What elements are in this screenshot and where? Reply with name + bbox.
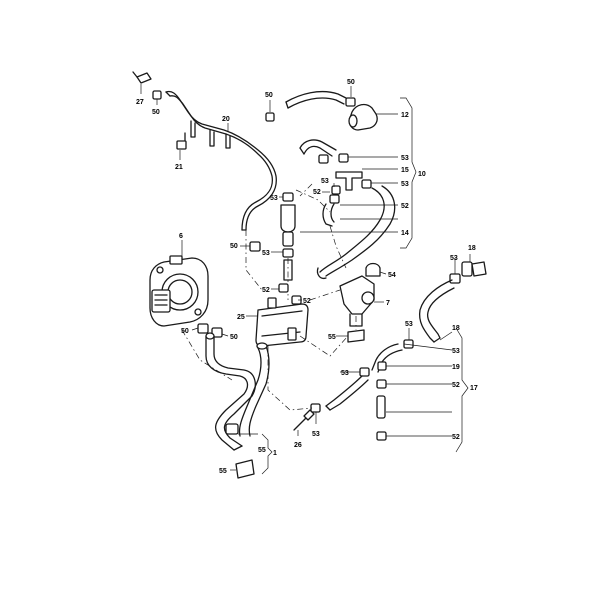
part-cooler — [255, 297, 309, 347]
part-clamp — [359, 367, 370, 377]
callout-54: 54 — [388, 272, 396, 279]
callout-18: 18 — [468, 245, 476, 252]
part-hose — [285, 90, 347, 109]
part-flange-fitting — [449, 261, 487, 284]
callout-50: 50 — [230, 334, 238, 341]
part-clamp — [152, 90, 162, 100]
leader-lines — [140, 84, 471, 475]
callout-6: 6 — [179, 233, 183, 240]
callout-53: 53 — [270, 195, 278, 202]
callout-53: 53 — [262, 250, 270, 257]
callout-55: 55 — [219, 468, 227, 475]
callout-18: 18 — [452, 325, 460, 332]
part-clamp — [310, 403, 321, 413]
callout-19: 19 — [452, 364, 460, 371]
part-clamp — [249, 241, 261, 252]
part-clamp — [318, 153, 349, 164]
callout-53: 53 — [321, 178, 329, 185]
callout-53: 53 — [450, 255, 458, 262]
callout-53: 53 — [341, 370, 349, 377]
part-clamp — [331, 179, 372, 195]
callout-1: 1 — [273, 450, 277, 457]
callout-53: 53 — [401, 181, 409, 188]
part-pipe-17 — [376, 361, 387, 441]
part-thermostat-housing — [339, 275, 375, 327]
part-coolant-pipe — [205, 332, 270, 451]
part-bolt — [176, 132, 187, 150]
part-clamp — [347, 329, 365, 343]
part-short-hose — [322, 194, 340, 227]
part-hose — [299, 139, 337, 157]
part-clamp — [345, 97, 356, 107]
part-clamp — [365, 262, 381, 277]
callout-15: 15 — [401, 167, 409, 174]
part-pipe-stack — [278, 192, 302, 305]
part-clamp — [197, 323, 223, 338]
callout-55: 55 — [328, 334, 336, 341]
part-elbow — [348, 103, 378, 131]
part-hose-18 — [418, 279, 455, 343]
callout-50: 50 — [347, 79, 355, 86]
callout-labels: 27 50 20 21 50 50 12 53 15 53 53 52 10 5… — [136, 79, 478, 475]
callout-27: 27 — [136, 99, 144, 106]
part-clip — [132, 71, 152, 84]
callout-7: 7 — [386, 300, 390, 307]
callout-50: 50 — [265, 92, 273, 99]
callout-26: 26 — [294, 442, 302, 449]
part-hose-19 — [371, 343, 403, 373]
part-clamp — [225, 423, 255, 479]
callout-50: 50 — [152, 109, 160, 116]
part-lower-hose — [325, 375, 369, 411]
callout-10: 10 — [418, 171, 426, 178]
callout-53: 53 — [312, 431, 320, 438]
part-large-hose — [316, 185, 396, 280]
callout-12: 12 — [401, 112, 409, 119]
callout-52: 52 — [262, 287, 270, 294]
part-t-piece — [335, 171, 363, 191]
callout-52: 52 — [401, 203, 409, 210]
callout-50: 50 — [230, 243, 238, 250]
callout-52: 52 — [313, 189, 321, 196]
callout-53: 53 — [405, 321, 413, 328]
callout-25: 25 — [237, 314, 245, 321]
callout-21: 21 — [175, 164, 183, 171]
callout-14: 14 — [401, 230, 409, 237]
callout-52: 52 — [452, 434, 460, 441]
callout-53: 53 — [401, 155, 409, 162]
callout-55: 55 — [258, 447, 266, 454]
part-bolt — [293, 409, 315, 431]
dash-lines — [181, 183, 357, 411]
part-breather-pipe — [165, 90, 277, 231]
callout-52: 52 — [303, 298, 311, 305]
callout-50: 50 — [181, 328, 189, 335]
part-throttle-body — [149, 255, 209, 327]
part-clamp — [265, 112, 275, 122]
callout-52: 52 — [452, 382, 460, 389]
callout-20: 20 — [222, 116, 230, 123]
callout-17: 17 — [470, 385, 478, 392]
callout-53: 53 — [452, 348, 460, 355]
